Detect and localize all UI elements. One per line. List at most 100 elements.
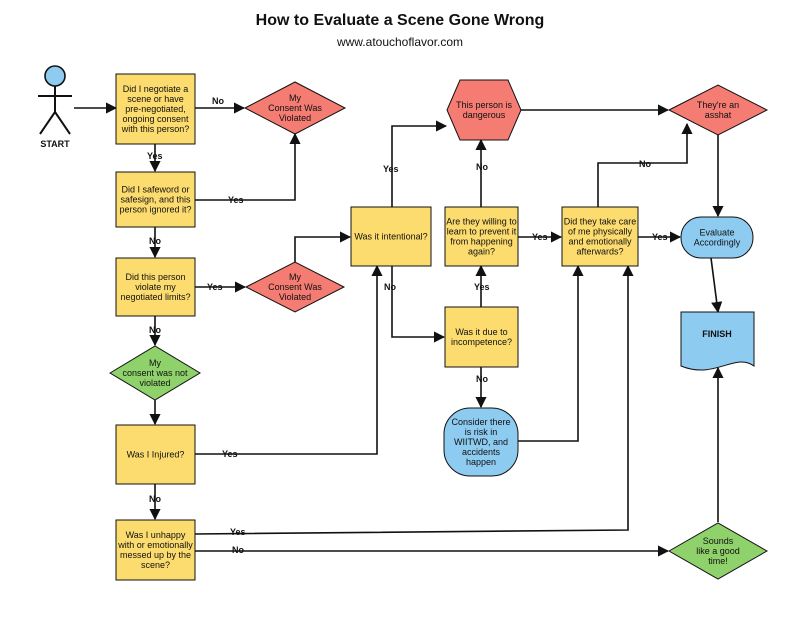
node-willing bbox=[444, 206, 519, 267]
node-text-line: WIITWD, and bbox=[454, 437, 508, 447]
node-text-line: person ignored it? bbox=[119, 205, 191, 215]
node-text-line: violated bbox=[139, 378, 170, 388]
node-negotiate bbox=[115, 73, 196, 145]
diagram-title: How to Evaluate a Scene Gone Wrong bbox=[255, 12, 545, 29]
node-text-line: accidents bbox=[462, 447, 501, 457]
edge-injured-intentional bbox=[195, 264, 383, 455]
node-text-line: consent was not bbox=[122, 368, 188, 378]
label-willing-yes: Yes bbox=[532, 232, 548, 242]
label-incompetence-yes: Yes bbox=[474, 282, 490, 292]
node-text-line: learn to prevent it bbox=[447, 227, 517, 237]
node-text-line: again? bbox=[468, 247, 495, 257]
label-negotiate-yes: Yes bbox=[147, 151, 163, 161]
node-unhappy bbox=[115, 519, 196, 581]
label-unhappy-yes: Yes bbox=[230, 527, 246, 537]
label-intentional-no: No bbox=[384, 282, 396, 292]
node-consider bbox=[443, 407, 519, 477]
node-text-line: like a good bbox=[696, 546, 740, 556]
edge-violated2-intentional bbox=[294, 231, 352, 262]
node-safeword bbox=[115, 171, 196, 228]
node-text-line: Did I negotiate a bbox=[123, 84, 189, 94]
node-dangerous bbox=[446, 79, 522, 141]
label-safeword-yes: Yes bbox=[228, 195, 244, 205]
node-text-line: Consent Was bbox=[268, 103, 322, 113]
node-text-line: Are they willing to bbox=[446, 217, 517, 227]
label-willing-no: No bbox=[476, 162, 488, 172]
node-text-line: This person is bbox=[456, 100, 513, 110]
node-violated2 bbox=[244, 261, 346, 313]
start-label: START bbox=[40, 139, 70, 149]
start-figure bbox=[38, 65, 72, 135]
label-aftercare-yes: Yes bbox=[652, 232, 668, 242]
node-text-line: Did this person bbox=[125, 272, 185, 282]
node-text-line: My bbox=[289, 93, 301, 103]
node-text-line: They're an bbox=[697, 100, 739, 110]
start-head-icon bbox=[44, 65, 66, 87]
node-text-line: Consent Was bbox=[268, 282, 322, 292]
node-text-line: FINISH bbox=[702, 329, 732, 339]
edge-intentional-incompetence bbox=[391, 266, 446, 343]
node-evaluate bbox=[680, 216, 754, 259]
node-text-line: with or emotionally bbox=[117, 540, 193, 550]
node-text-line: Accordingly bbox=[694, 238, 741, 248]
node-text-line: safesign, and this bbox=[120, 195, 191, 205]
label-safeword-no: No bbox=[149, 236, 161, 246]
text-intentional: Was it intentional? bbox=[354, 232, 427, 242]
node-intentional bbox=[350, 206, 432, 267]
node-text-line: Violated bbox=[279, 113, 311, 123]
label-injured-no: No bbox=[149, 494, 161, 504]
edge-unhappy-aftercare bbox=[194, 264, 634, 535]
edge-evaluate-finish bbox=[710, 257, 723, 314]
node-text-line: scene or have bbox=[127, 94, 184, 104]
node-text-line: Did I safeword or bbox=[121, 185, 189, 195]
node-text-line: with this person? bbox=[121, 124, 190, 134]
node-text-line: of me physically bbox=[568, 227, 633, 237]
node-text-line: happen bbox=[466, 457, 496, 467]
node-text-line: Was I unhappy bbox=[126, 530, 186, 540]
label-injured-yes: Yes bbox=[222, 449, 238, 459]
label-limits-no: No bbox=[149, 325, 161, 335]
edge-consider-aftercare bbox=[518, 264, 584, 442]
node-text-line: messed up by the bbox=[120, 550, 191, 560]
edge-aftercare-asshat bbox=[597, 122, 693, 207]
node-text-line: Did they take care bbox=[564, 217, 637, 227]
node-text-line: Was it intentional? bbox=[354, 232, 427, 242]
node-incompetence bbox=[444, 306, 519, 368]
label-incompetence-no: No bbox=[476, 374, 488, 384]
node-text-line: afterwards? bbox=[576, 247, 623, 257]
node-text-line: dangerous bbox=[463, 110, 506, 120]
node-injured bbox=[115, 424, 196, 485]
node-finish bbox=[680, 311, 755, 371]
label-aftercare-no: No bbox=[639, 159, 651, 169]
node-text-line: is risk in bbox=[465, 427, 498, 437]
node-text-line: scene? bbox=[141, 560, 170, 570]
node-text-line: My bbox=[289, 272, 301, 282]
node-aftercare bbox=[561, 206, 639, 267]
node-violated1 bbox=[243, 81, 347, 135]
diagram-subtitle: www.atouchoflavor.com bbox=[336, 35, 464, 49]
node-text-line: violate my bbox=[135, 282, 176, 292]
node-text-line: Was I Injured? bbox=[127, 450, 185, 460]
label-intentional-yes: Yes bbox=[383, 164, 399, 174]
node-goodtime bbox=[667, 522, 769, 580]
label-unhappy-no: No bbox=[232, 545, 244, 555]
text-injured: Was I Injured? bbox=[127, 450, 185, 460]
node-notviolated bbox=[109, 345, 201, 401]
node-text-line: negotiated limits? bbox=[120, 292, 190, 302]
edge-intentional-dangerous bbox=[391, 120, 448, 207]
node-text-line: asshat bbox=[705, 110, 732, 120]
node-asshat bbox=[667, 84, 769, 136]
